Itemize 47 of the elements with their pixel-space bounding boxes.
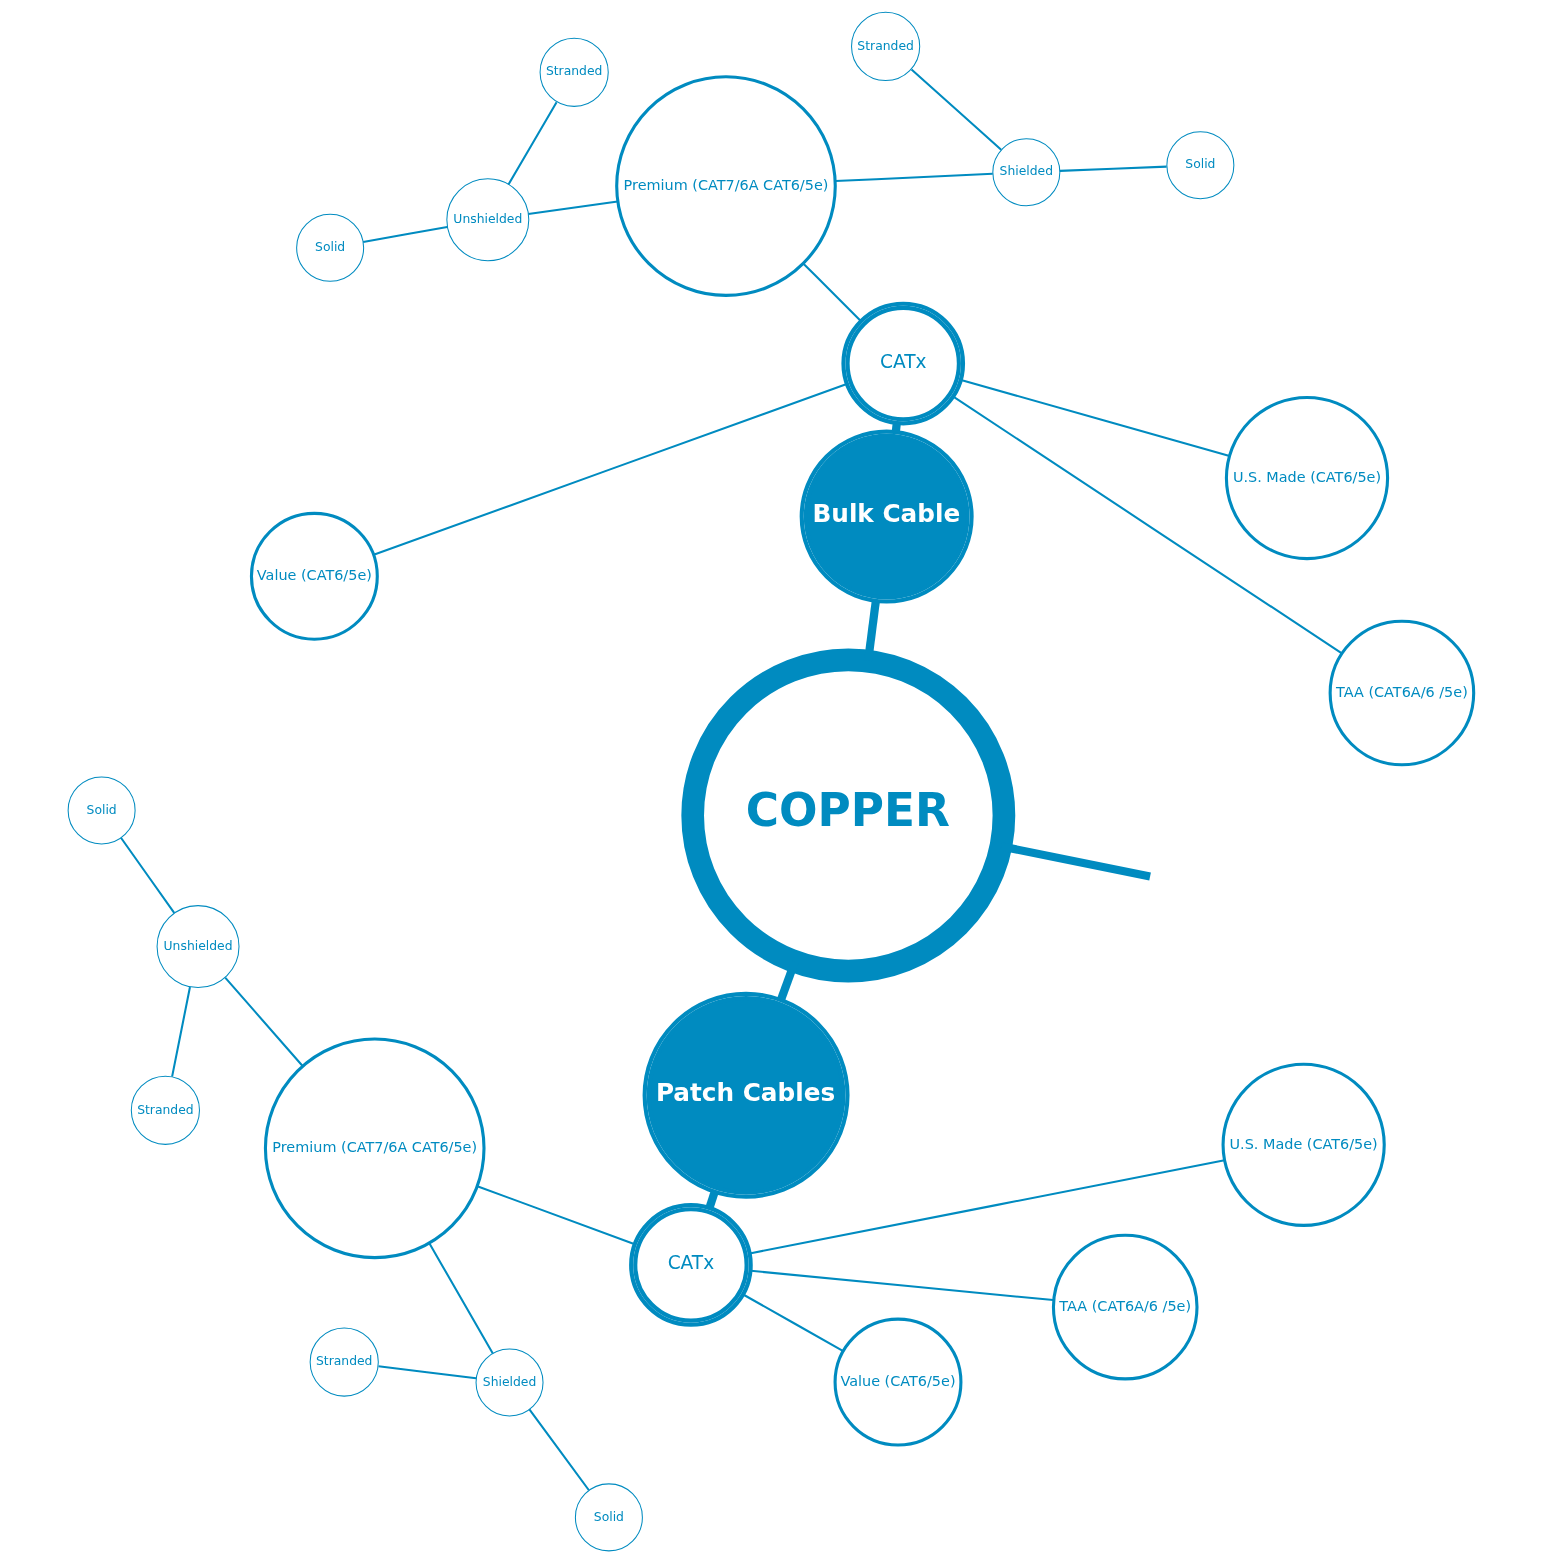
node-circle: Solid <box>574 1483 643 1552</box>
node-circle: Premium (CAT7/6A CAT6/5e) <box>263 1037 486 1260</box>
node-circle: Solid <box>295 213 364 282</box>
node-circle: Shielded <box>991 138 1060 207</box>
connector <box>527 200 618 216</box>
connector <box>952 395 1342 655</box>
node-circle: Stranded <box>130 1075 200 1145</box>
connector <box>910 68 1002 151</box>
node-circle: Value (CAT6/5e) <box>249 511 379 641</box>
node-circle: Stranded <box>539 37 609 107</box>
node-circle: Value (CAT6/5e) <box>833 1317 962 1447</box>
connector <box>749 1159 1225 1255</box>
connector <box>223 976 303 1067</box>
node-circle: TAA (CAT6A/6 /5e) <box>1051 1233 1199 1381</box>
connector <box>476 1185 635 1246</box>
connector <box>372 382 847 556</box>
connector <box>528 1408 590 1491</box>
connector <box>802 262 861 322</box>
connector <box>1059 165 1167 172</box>
node-circle: CATx <box>840 301 965 426</box>
node-circle: Solid <box>67 776 136 845</box>
node-circle: Stranded <box>309 1327 379 1397</box>
node-circle: Unshielded <box>445 178 529 262</box>
connector <box>750 1269 1053 1302</box>
connector <box>427 1242 494 1354</box>
connector <box>891 422 901 433</box>
node-circle: Patch Cables <box>642 991 850 1199</box>
node-circle: U.S. Made (CAT6/5e) <box>1224 395 1389 561</box>
connector <box>119 837 175 914</box>
connector <box>742 1293 844 1352</box>
connector <box>834 172 993 183</box>
node-circle: COPPER <box>680 648 1015 983</box>
connector <box>362 225 447 243</box>
connector <box>170 986 191 1077</box>
node-circle: Bulk Cable <box>799 429 974 604</box>
node-circle: U.S. Made (CAT6/5e) <box>1221 1062 1386 1227</box>
connector <box>705 1190 719 1210</box>
node-circle: Premium (CAT7/6A CAT6/5e) <box>614 75 837 297</box>
connector <box>377 1365 476 1380</box>
node-circle: Solid <box>1165 131 1234 200</box>
node-circle: CATx <box>628 1203 753 1327</box>
connector <box>507 101 557 185</box>
node-circle: Shielded <box>475 1348 544 1417</box>
node-circle: TAA (CAT6A/6 /5e) <box>1328 619 1475 767</box>
node-circle: Unshielded <box>156 905 240 989</box>
connector <box>960 378 1230 458</box>
node-circle: Stranded <box>850 11 920 82</box>
